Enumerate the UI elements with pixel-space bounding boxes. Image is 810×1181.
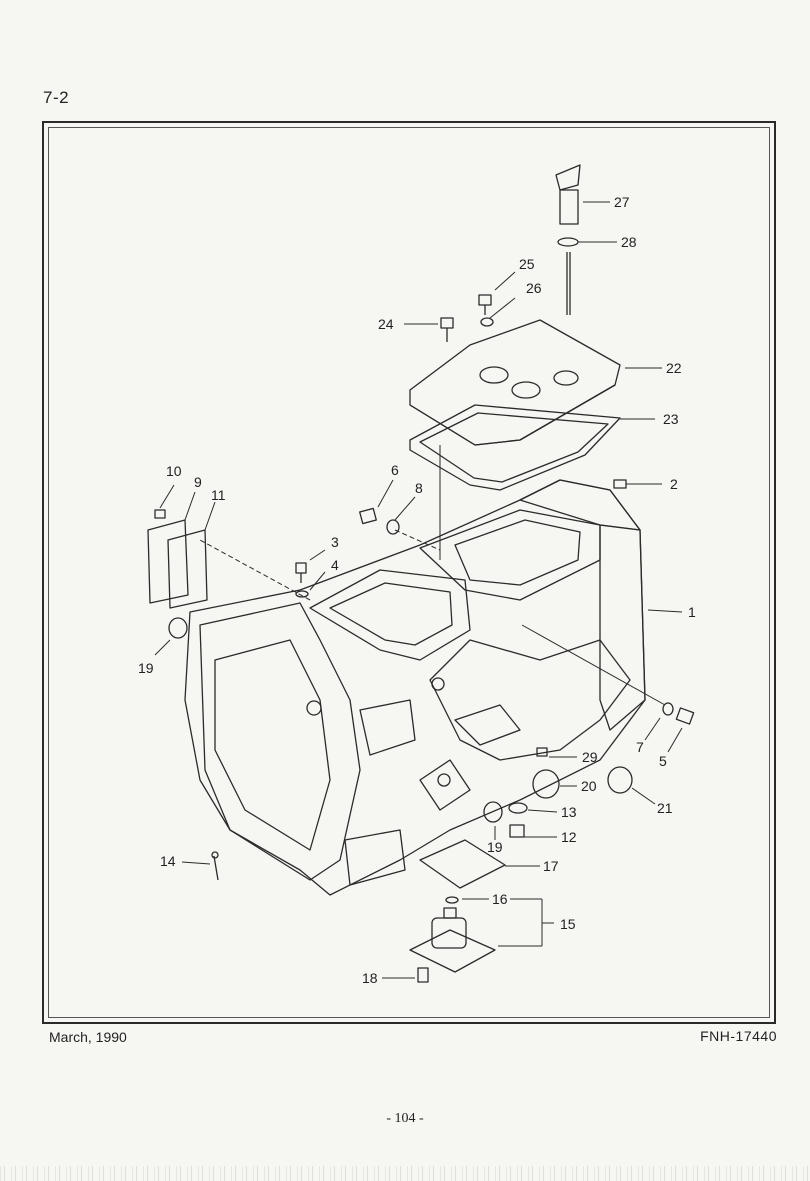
- callout-16: 16: [492, 891, 508, 907]
- callout-1: 1: [688, 604, 696, 620]
- top-cover-assembly: [409, 319, 621, 491]
- transmission-case: [184, 479, 646, 896]
- bolt-3: [295, 562, 307, 583]
- callout-12: 12: [561, 829, 577, 845]
- plug-6: [359, 507, 377, 525]
- callout-19-left: 19: [138, 660, 154, 676]
- diagram-frame-inner: [48, 127, 770, 1018]
- callout-24: 24: [378, 316, 394, 332]
- callout-14: 14: [160, 853, 176, 869]
- section-number: 7-2: [43, 88, 70, 107]
- callout-7: 7: [636, 739, 644, 755]
- washer-7: [662, 702, 674, 716]
- cap-21: [607, 766, 633, 794]
- callout-18: 18: [362, 970, 378, 986]
- callout-20: 20: [581, 778, 597, 794]
- callout-10: 10: [166, 463, 182, 479]
- callouts: 27 28 25 26 24 22 23 10 9 11 6 8 2 3 4 1…: [138, 194, 696, 986]
- footer-document-code: FNH-17440: [700, 1028, 777, 1044]
- bracket-9-11: [147, 519, 208, 609]
- callout-13: 13: [561, 804, 577, 820]
- callout-26: 26: [526, 280, 542, 296]
- bolt-10: [154, 509, 166, 519]
- callout-27: 27: [614, 194, 630, 210]
- page-number: - 104 -: [386, 1111, 424, 1126]
- bushing-19a: [168, 617, 188, 639]
- callout-6: 6: [391, 462, 399, 478]
- callout-15: 15: [560, 916, 576, 932]
- filter-assembly-15: [409, 907, 496, 973]
- washer-26: [480, 317, 494, 327]
- callout-29: 29: [582, 749, 598, 765]
- callout-8: 8: [415, 480, 423, 496]
- dipstick-assembly: [555, 164, 581, 315]
- callout-2: 2: [670, 476, 678, 492]
- diagram-frame: [42, 121, 776, 1024]
- seal-13: [508, 802, 528, 814]
- callout-9: 9: [194, 474, 202, 490]
- callout-19-right: 19: [487, 839, 503, 855]
- callout-4: 4: [331, 557, 339, 573]
- plug-25: [478, 294, 492, 315]
- pin-14: [211, 851, 219, 881]
- callout-21: 21: [657, 800, 673, 816]
- washer-8: [386, 519, 400, 535]
- callout-22: 22: [666, 360, 682, 376]
- scan-artifact-strip: [0, 1166, 810, 1181]
- plug-5: [675, 707, 695, 725]
- callout-11: 11: [211, 487, 226, 503]
- callout-5: 5: [659, 753, 667, 769]
- o-ring-16: [445, 896, 459, 904]
- bolt-18: [417, 967, 429, 983]
- pin-2: [613, 479, 627, 489]
- callout-28: 28: [621, 234, 637, 250]
- bolt-24: [440, 317, 454, 342]
- plug-29: [536, 747, 548, 757]
- cap-20: [532, 769, 560, 799]
- washer-4: [295, 590, 309, 598]
- plug-12: [509, 824, 525, 838]
- callout-23: 23: [663, 411, 679, 427]
- callout-3: 3: [331, 534, 339, 550]
- callout-17: 17: [543, 858, 559, 874]
- gasket-17: [419, 839, 506, 889]
- leader-lines: [154, 201, 683, 979]
- footer-date: March, 1990: [49, 1029, 127, 1045]
- callout-25: 25: [519, 256, 535, 272]
- bushing-19b: [483, 801, 503, 823]
